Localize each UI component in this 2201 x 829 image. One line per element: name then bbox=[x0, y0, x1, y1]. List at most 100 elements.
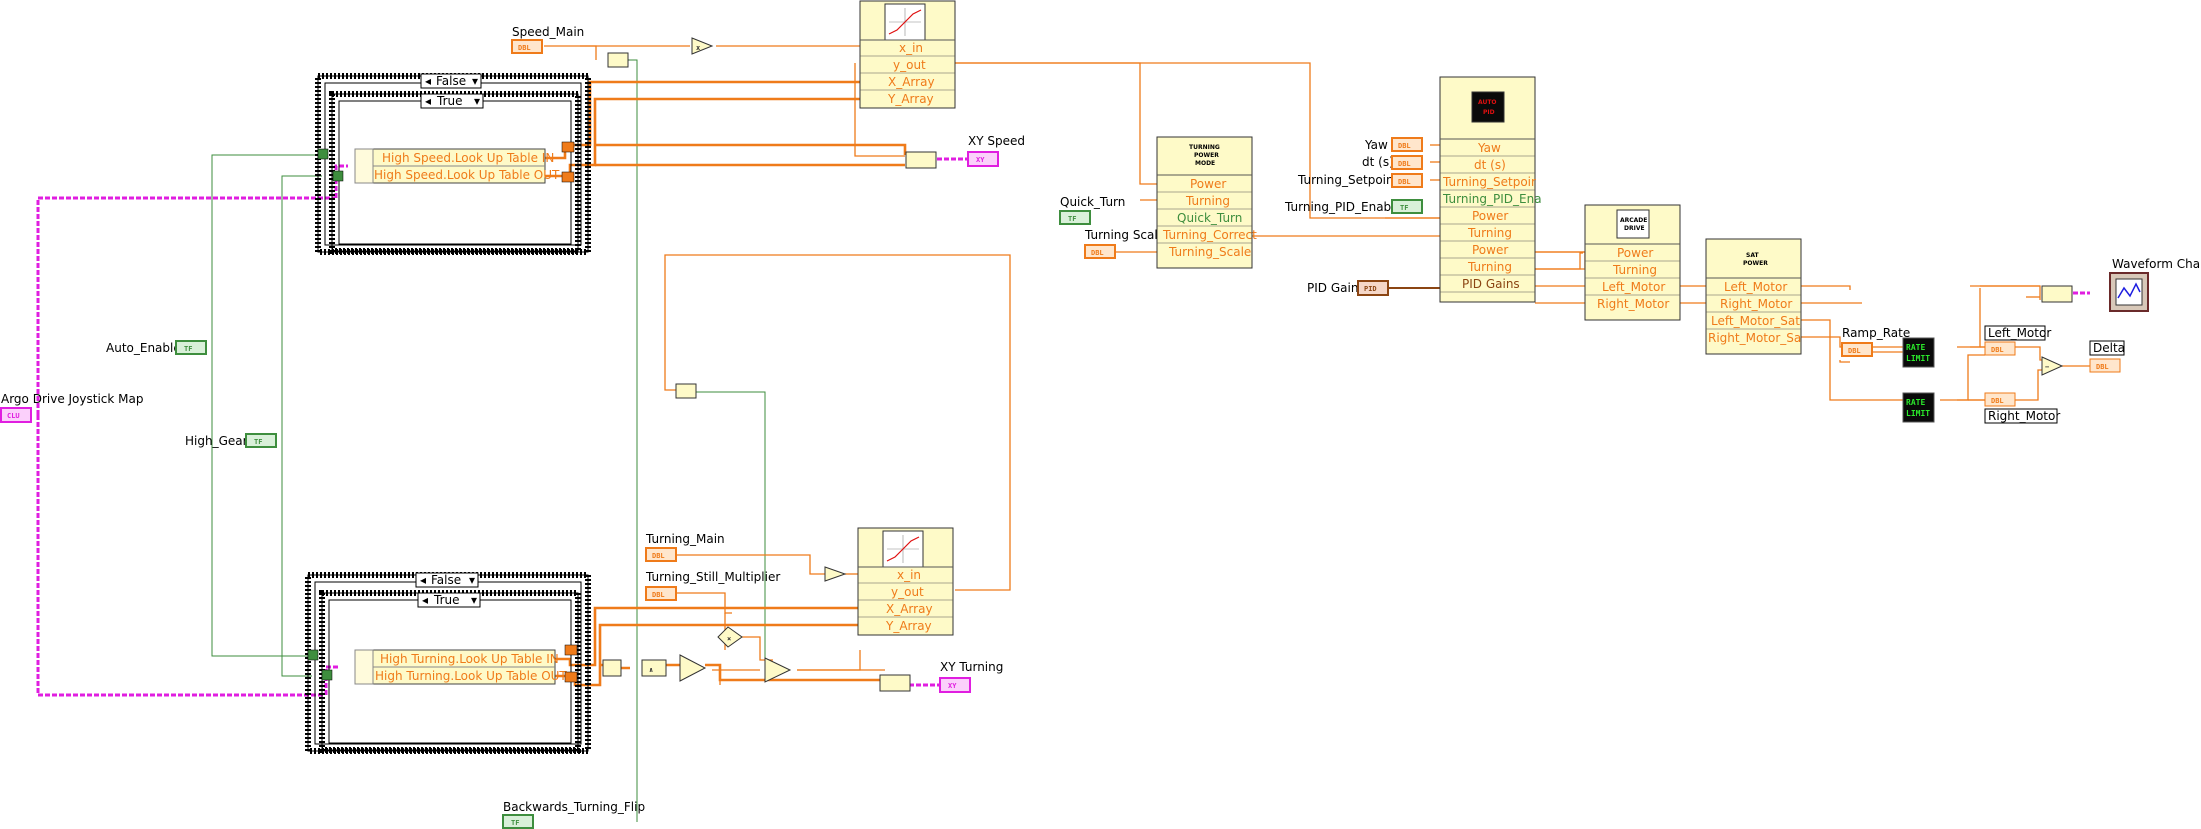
rate-limit-text: RATE bbox=[1906, 343, 1925, 352]
subvi-pin-turning-scale: Turning_Scale bbox=[1168, 245, 1251, 259]
build-array-node[interactable] bbox=[2041, 285, 2073, 303]
subvi-title-line: POWER bbox=[1743, 260, 1768, 267]
lut-turning-out-pin: High Turning.Look Up Table OUT bbox=[375, 669, 567, 683]
turning-pid-enable-control[interactable]: Turning_PID_Enable TF bbox=[1284, 199, 1423, 214]
dt-control[interactable]: dt (s) DBL bbox=[1362, 155, 1423, 170]
subvi-pin-turning-in: Turning bbox=[1467, 226, 1512, 240]
lut-node-speed[interactable]: High Speed.Look Up Table IN High Speed.L… bbox=[354, 148, 560, 184]
tunnel bbox=[564, 644, 578, 656]
abs-node[interactable] bbox=[602, 659, 622, 677]
subvi-title-line: ARCADE bbox=[1620, 217, 1647, 224]
pid-type-text: PID bbox=[1364, 285, 1377, 293]
waveform-chart-indicator[interactable]: Waveform Chart bbox=[2109, 257, 2201, 312]
turning-main-control[interactable]: Turning_Main DBL bbox=[645, 532, 725, 562]
subtract-node[interactable] bbox=[2041, 356, 2064, 376]
subvi-pin-right-motor-sat: Right_Motor_Sa bbox=[1708, 331, 1801, 345]
dropdown-arrow-icon: ▾ bbox=[472, 74, 478, 88]
dt-label: dt (s) bbox=[1362, 155, 1394, 169]
rate-limit-left[interactable]: RATE LIMIT bbox=[1902, 337, 1935, 368]
subvi-auto-pid[interactable]: AUTO PID Yaw dt (s) Turning_Setpoir Turn… bbox=[1439, 76, 1542, 303]
subvi-pin-right-motor: Right_Motor bbox=[1597, 297, 1669, 311]
xy-speed-indicator[interactable]: XY Speed XY bbox=[967, 134, 1025, 167]
yaw-control[interactable]: Yaw DBL bbox=[1364, 137, 1423, 152]
xy-turning-indicator[interactable]: XY Turning XY bbox=[939, 660, 1003, 693]
turning-scale-label: Turning Scale bbox=[1084, 228, 1165, 242]
xy-speed-label: XY Speed bbox=[968, 134, 1025, 148]
case-structure-speed[interactable]: False ◂ ▾ True ◂ ▾ High Speed.Look Up Ta… bbox=[315, 73, 591, 255]
subvi-pin-turning-setpoint: Turning_Setpoir bbox=[1442, 175, 1536, 189]
dbl-type-text: DBL bbox=[1848, 347, 1861, 355]
lut-node-turning[interactable]: High Turning.Look Up Table IN High Turni… bbox=[354, 649, 567, 685]
not-equal-node[interactable] bbox=[675, 383, 697, 399]
delta-indicator[interactable]: Delta DBL bbox=[2089, 340, 2125, 373]
turning-main-label: Turning_Main bbox=[645, 532, 725, 546]
ramp-rate-control[interactable]: Ramp_Rate DBL bbox=[1841, 326, 1910, 357]
case-selector-inner-speed[interactable]: True ◂ ▾ bbox=[420, 93, 484, 109]
select-node[interactable] bbox=[764, 657, 792, 683]
subvi-sat-power[interactable]: SAT POWER Left_Motor Right_Motor Left_Mo… bbox=[1705, 238, 1802, 355]
subvi-pin-y-out: y_out bbox=[891, 585, 924, 599]
subvi-pin-y-out: y_out bbox=[893, 58, 926, 72]
turning-still-multiplier-control[interactable]: Turning_Still_Multiplier DBL bbox=[645, 570, 780, 601]
and-icon: ∧ bbox=[649, 666, 653, 674]
speed-main-control[interactable]: Speed_Main DBL bbox=[511, 25, 584, 54]
case-structure-turning[interactable]: False ◂ ▾ True ◂ ▾ High Turning.Look Up … bbox=[305, 572, 591, 754]
turning-setpoint-control[interactable]: Turning_Setpoint DBL bbox=[1297, 173, 1423, 188]
left-motor-indicator[interactable]: Left_Motor DBL bbox=[1984, 325, 2051, 356]
pid-gains-control[interactable]: PID Gains PID bbox=[1307, 280, 1389, 296]
selector-terminal bbox=[317, 148, 329, 160]
bundle-node[interactable] bbox=[879, 674, 911, 692]
subvi-title-line: PID bbox=[1483, 109, 1495, 116]
scale-node[interactable] bbox=[824, 566, 847, 582]
subvi-arcade-drive[interactable]: ARCADE DRIVE Power Turning Left_Motor Ri… bbox=[1584, 204, 1681, 321]
auto-enable-control[interactable]: Auto_Enable TF bbox=[106, 340, 207, 355]
turning-scale-control[interactable]: Turning Scale DBL bbox=[1084, 228, 1165, 259]
scale-node[interactable] bbox=[691, 37, 714, 55]
dbl-type-text: DBL bbox=[1398, 160, 1411, 168]
bundle-node[interactable] bbox=[905, 151, 937, 169]
not-equal-node[interactable] bbox=[607, 52, 629, 68]
subvi-pin-x-in: x_in bbox=[899, 41, 923, 55]
case-selector-inner-turning[interactable]: True ◂ ▾ bbox=[417, 592, 481, 608]
tunnel bbox=[564, 671, 578, 683]
subvi-lut-speed[interactable]: x_in y_out X_Array Y_Array bbox=[859, 0, 956, 109]
subvi-pin-x-array: X_Array bbox=[888, 75, 935, 89]
tf-type-text: TF bbox=[184, 345, 192, 353]
rate-limit-right[interactable]: RATE LIMIT bbox=[1902, 392, 1935, 423]
and-node[interactable] bbox=[641, 659, 667, 677]
select-node[interactable] bbox=[679, 654, 707, 682]
subvi-pin-left-motor: Left_Motor bbox=[1602, 280, 1665, 294]
subvi-pin-turning: Turning bbox=[1185, 194, 1230, 208]
dropdown-arrow-icon: ▾ bbox=[469, 573, 475, 587]
argo-drive-joystick-map-control[interactable]: Argo Drive Joystick Map CLU bbox=[0, 392, 143, 423]
case-selector-outer-turning[interactable]: False ◂ ▾ bbox=[415, 572, 479, 588]
speed-main-label: Speed_Main bbox=[512, 25, 584, 39]
case-selector-outer-turning-text: False bbox=[431, 573, 461, 587]
case-selector-outer-speed[interactable]: False ◂ ▾ bbox=[420, 73, 482, 89]
dbl-type-text: DBL bbox=[1398, 178, 1411, 186]
subvi-turning-power-mode[interactable]: TURNING POWER MODE Power Turning Quick_T… bbox=[1156, 136, 1257, 269]
lut-speed-out-pin: High Speed.Look Up Table OUT bbox=[374, 168, 560, 182]
waveform-icon bbox=[2117, 282, 2141, 299]
xy-type-text: XY bbox=[948, 682, 957, 690]
left-arrow-icon: ◂ bbox=[425, 74, 431, 88]
dbl-type-text: DBL bbox=[1398, 142, 1411, 150]
pid-gains-label: PID Gains bbox=[1307, 281, 1365, 295]
turning-pid-enable-label: Turning_PID_Enable bbox=[1284, 200, 1402, 214]
multiply-node[interactable] bbox=[717, 626, 743, 648]
subvi-lut-turning[interactable]: x_in y_out X_Array Y_Array bbox=[857, 527, 954, 636]
tf-type-text: TF bbox=[511, 819, 519, 827]
subvi-pin-turning: Turning bbox=[1612, 263, 1657, 277]
ramp-rate-label: Ramp_Rate bbox=[1842, 326, 1910, 340]
arcade-drive-icon bbox=[1616, 209, 1650, 239]
high-gear-control[interactable]: High_Gear TF bbox=[185, 433, 277, 448]
cluster-type-text: CLU bbox=[7, 412, 20, 420]
subvi-pin-y-array: Y_Array bbox=[885, 619, 932, 633]
quick-turn-control[interactable]: Quick_Turn TF bbox=[1059, 195, 1125, 225]
right-motor-indicator[interactable]: DBL Right_Motor bbox=[1984, 392, 2060, 424]
subvi-title-line: MODE bbox=[1195, 160, 1215, 167]
high-gear-label: High_Gear bbox=[185, 434, 248, 448]
backwards-turning-flip-control[interactable]: Backwards_Turning_Flip TF bbox=[502, 800, 645, 829]
xy-turning-label: XY Turning bbox=[940, 660, 1003, 674]
